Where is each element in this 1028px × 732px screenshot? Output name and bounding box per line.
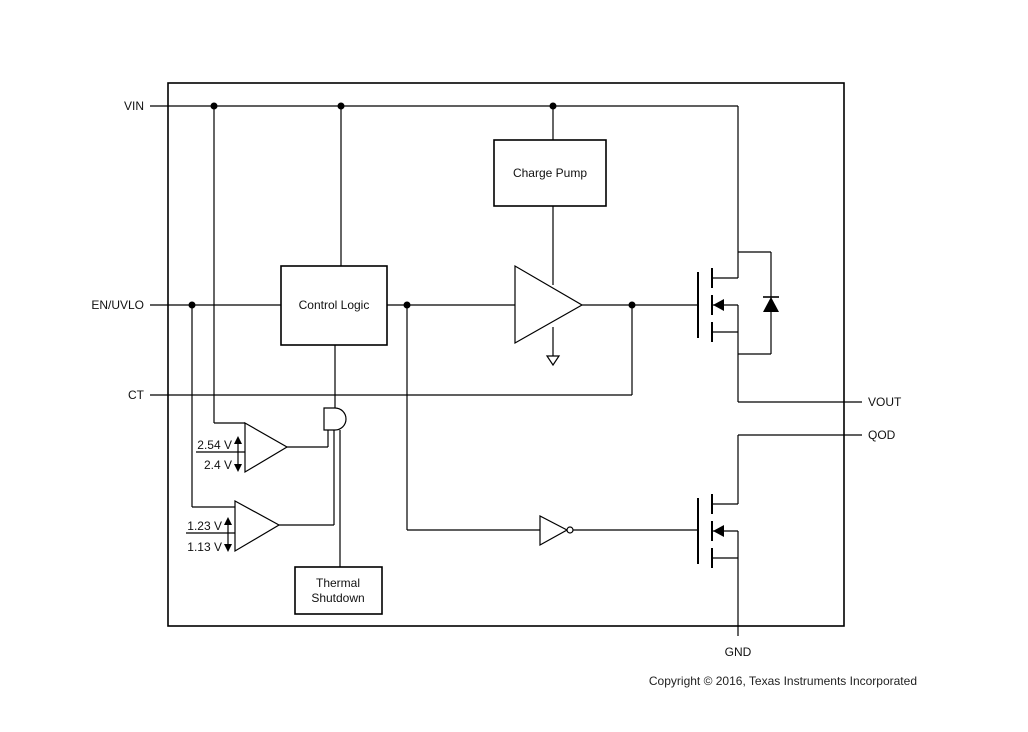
- gate-driver-amplifier: [514, 264, 584, 345]
- en-fall-threshold: 1.13 V: [187, 540, 222, 554]
- en-uvlo-net: [150, 301, 281, 508]
- qod-inverter: [539, 515, 698, 547]
- gate-net: [150, 301, 698, 396]
- device-outline: [167, 82, 845, 627]
- qod-mosfet: [697, 434, 862, 636]
- pass-mosfet: [697, 268, 739, 402]
- pin-ct-label: CT: [128, 388, 145, 402]
- thermal-label-line2: Shutdown: [311, 591, 364, 605]
- and-gate: [323, 345, 347, 567]
- thermal-label-line1: Thermal: [316, 576, 360, 590]
- en-rise-threshold: 1.23 V: [187, 519, 222, 533]
- pin-qod-label: QOD: [868, 428, 896, 442]
- driver-ground-symbol: [545, 355, 561, 367]
- vin-fall-threshold: 2.4 V: [204, 458, 232, 472]
- pin-en-uvlo-label: EN/UVLO: [91, 298, 144, 312]
- vin-net: [150, 102, 739, 424]
- pin-vin-label: VIN: [124, 99, 144, 113]
- pin-gnd-label: GND: [725, 645, 752, 659]
- charge-pump-block: [493, 139, 607, 207]
- control-logic-block: [280, 265, 388, 346]
- control-logic-label: Control Logic: [299, 298, 370, 312]
- vin-rise-threshold: 2.54 V: [197, 438, 232, 452]
- vin-uvlo-comparator: [196, 421, 328, 474]
- copyright-notice: Copyright © 2016, Texas Instruments Inco…: [649, 674, 917, 688]
- charge-pump-label: Charge Pump: [513, 166, 587, 180]
- en-uvlo-comparator: [186, 499, 334, 553]
- control-out-net: [387, 301, 540, 531]
- pin-vout-label: VOUT: [868, 395, 902, 409]
- thermal-shutdown-block: [294, 566, 383, 615]
- body-diode: [738, 251, 779, 355]
